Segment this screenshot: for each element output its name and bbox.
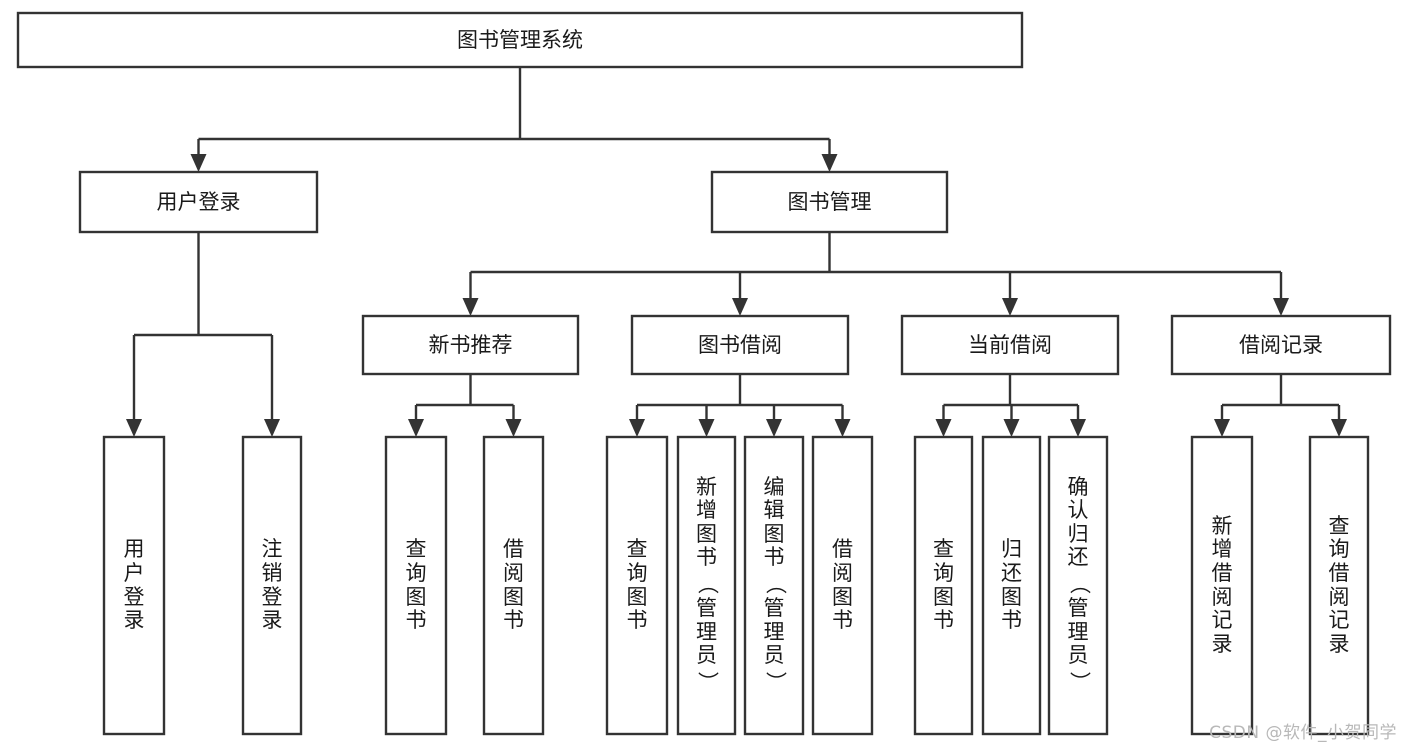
- edge-current-borrow-leaf-1-arrowhead: [1003, 419, 1020, 437]
- node-borrow-record-label: 借阅记录: [1239, 333, 1323, 357]
- edge-book-borrow-leaf-0-arrowhead: [629, 419, 645, 437]
- leaf-user-login-1-box[interactable]: [241, 435, 303, 736]
- edge-book-borrow-leaf-1-arrowhead: [698, 419, 715, 437]
- leaf-current-borrow-2-box[interactable]: [1047, 435, 1109, 736]
- edge-new-book-recommend-leaf-0-arrowhead: [408, 419, 424, 437]
- node-book-manage-box[interactable]: [710, 170, 949, 234]
- connectors-layer: [126, 67, 1347, 437]
- leaf-book-borrow-1-box[interactable]: [676, 435, 737, 736]
- edge-book-manage-to-book-borrow-arrowhead: [732, 298, 748, 316]
- edge-borrow-record-leaf-0-arrowhead: [1214, 419, 1230, 437]
- node-current-borrow-label: 当前借阅: [968, 333, 1052, 357]
- node-user-login-box[interactable]: [78, 170, 319, 234]
- edge-current-borrow-leaf-0-arrowhead: [935, 419, 952, 437]
- node-root-box[interactable]: [16, 11, 1024, 69]
- leaf-current-borrow-1-box[interactable]: [981, 435, 1042, 736]
- edge-user-login-leaf-0-arrowhead: [126, 419, 142, 437]
- leaf-book-borrow-2-box[interactable]: [743, 435, 805, 736]
- leaf-user-login-0-box[interactable]: [102, 435, 166, 736]
- edge-root-to-book-manage-arrowhead: [821, 154, 838, 172]
- leaf-current-borrow-0-box[interactable]: [913, 435, 974, 736]
- leaf-new-book-recommend-0-box[interactable]: [384, 435, 448, 736]
- edge-book-borrow-leaf-2-arrowhead: [766, 419, 782, 437]
- node-new-book-recommend-box[interactable]: [361, 314, 580, 376]
- edge-user-login-leaf-1-arrowhead: [264, 419, 280, 437]
- node-book-manage-label: 图书管理: [788, 190, 872, 214]
- watermark: CSDN @软件_小贺同学: [1209, 723, 1397, 743]
- node-current-borrow-box[interactable]: [900, 314, 1120, 376]
- leaf-book-borrow-3-box[interactable]: [811, 435, 874, 736]
- edge-new-book-recommend-leaf-1-arrowhead: [505, 419, 522, 437]
- node-root-label: 图书管理系统: [457, 28, 583, 52]
- leaf-borrow-record-1-box[interactable]: [1308, 435, 1370, 736]
- node-borrow-record-box[interactable]: [1170, 314, 1392, 376]
- edge-book-manage-to-new-book-recommend-arrowhead: [462, 298, 479, 316]
- edge-root-to-user-login-arrowhead: [190, 154, 207, 172]
- leaf-new-book-recommend-1-box[interactable]: [482, 435, 545, 736]
- edge-borrow-record-leaf-1-arrowhead: [1331, 419, 1347, 437]
- edge-current-borrow-leaf-2-arrowhead: [1070, 419, 1086, 437]
- edge-book-manage-to-current-borrow-arrowhead: [1002, 298, 1018, 316]
- leaf-borrow-record-0-box[interactable]: [1190, 435, 1254, 736]
- node-new-book-recommend-label: 新书推荐: [429, 333, 513, 357]
- edge-book-borrow-leaf-3-arrowhead: [834, 419, 851, 437]
- node-book-borrow-label: 图书借阅: [698, 333, 782, 357]
- leaf-book-borrow-0-box[interactable]: [605, 435, 669, 736]
- node-book-borrow-box[interactable]: [630, 314, 850, 376]
- edge-book-manage-to-borrow-record-arrowhead: [1273, 298, 1289, 316]
- node-user-login-label: 用户登录: [157, 190, 241, 214]
